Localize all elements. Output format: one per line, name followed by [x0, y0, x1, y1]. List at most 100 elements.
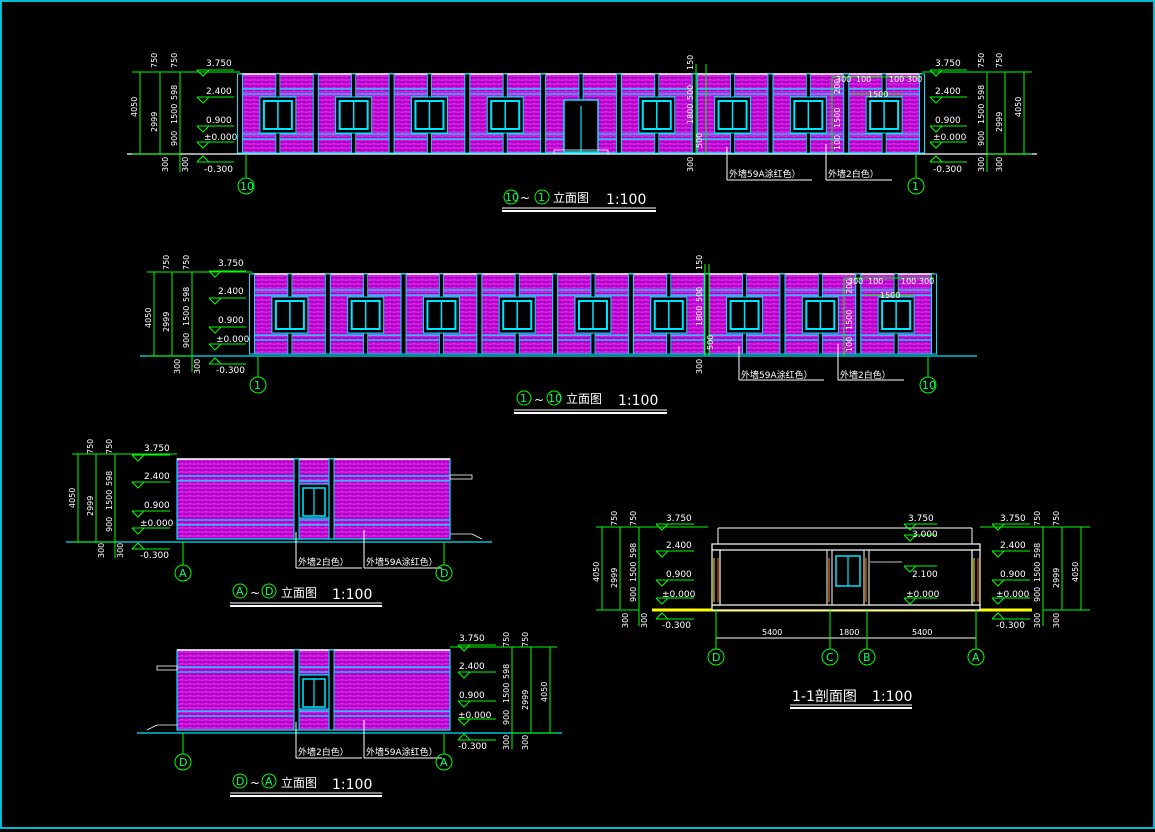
- e3-title-axis-a: A: [236, 585, 244, 598]
- e2-vdim-1500: 1500: [845, 310, 854, 330]
- e4-dim-300b: 300: [521, 735, 530, 750]
- e4-dim-900: 900: [502, 710, 511, 725]
- e1-axis-left-circle: [237, 177, 255, 195]
- e4-level-0000: ±0.000: [458, 711, 492, 721]
- e4-dim-2999: 2999: [521, 690, 530, 710]
- s-title: 1-1剖面图: [792, 689, 857, 705]
- e1-dim-2999: 2999: [150, 112, 159, 132]
- s-dim-1500: 1500: [629, 562, 638, 582]
- e1-rdim-2999: 2999: [995, 112, 1004, 132]
- s-level-r-3750: 3.750: [1000, 514, 1026, 524]
- pilaster: [615, 73, 622, 154]
- s-dim-2999: 2999: [610, 568, 619, 588]
- e1-mdim-500: 500: [686, 85, 695, 100]
- s-axis-c: C: [826, 651, 834, 664]
- e2-dim-598: 598: [182, 287, 191, 302]
- elevation-D-A: 750 598 1500 900 300 750 2999 300 4050 3…: [137, 632, 562, 797]
- s-scale: 1:100: [872, 689, 912, 705]
- s-rdim-i750: 750: [1033, 511, 1042, 526]
- s-rdim-1500: 1500: [1033, 562, 1042, 582]
- s-rdim-300a: 300: [1033, 613, 1042, 628]
- e1-vdim-200: 200: [833, 79, 842, 94]
- s-level-l-3750: 3.750: [666, 514, 692, 524]
- e3-level-3750: 3.750: [144, 444, 170, 454]
- e1-rlevel-3750: 3.750: [935, 59, 961, 69]
- s-dim-4050: 4050: [592, 562, 601, 582]
- e2-dim-1500: 1500: [182, 306, 191, 326]
- s-span-1: 5400: [762, 628, 782, 637]
- e2-level-0000: ±0.000: [216, 335, 250, 345]
- e1-rdim-1500: 1500: [977, 104, 986, 124]
- s-level-r-0000: ±0.000: [996, 590, 1030, 600]
- e3-dim-300b: 300: [116, 543, 125, 558]
- e4-level-3750: 3.750: [459, 634, 485, 644]
- e1-dim-900: 900: [170, 131, 179, 146]
- pilaster: [324, 273, 331, 355]
- pilaster: [400, 273, 407, 355]
- e1-rdim-750: 750: [977, 53, 986, 68]
- s-span-3: 5400: [912, 628, 932, 637]
- e2-dim-i750: 750: [182, 255, 191, 270]
- e3-axis-right: D: [440, 567, 448, 580]
- pilaster: [312, 73, 319, 154]
- e1-rdim-300b: 300: [995, 157, 1004, 172]
- e1-dim-i750: 750: [170, 53, 179, 68]
- e1-mdim-1800: 1800: [686, 104, 695, 124]
- pilaster: [540, 73, 547, 154]
- e2-dim-300a: 300: [173, 359, 182, 374]
- e2-mdim-150: 150: [695, 255, 704, 270]
- e2-dim-2999: 2999: [162, 312, 171, 332]
- e2-tdim-300: 300: [848, 277, 863, 286]
- e1-dim-4050: 4050: [130, 97, 139, 117]
- s-level-l-0000: ±0.000: [662, 590, 696, 600]
- e4-dim-i750: 750: [502, 632, 511, 647]
- e1-mdim-300: 300: [686, 157, 695, 172]
- s-level-c-3000: 3.000: [912, 530, 938, 540]
- e2-tdim-300b: 300: [919, 277, 934, 286]
- e1-tdim-100b: 100: [889, 75, 904, 84]
- e3-title: 立面图: [281, 585, 317, 600]
- e2-axis-right: 10: [922, 379, 936, 392]
- pilaster: [767, 73, 774, 154]
- s-rdim-750: 750: [1052, 511, 1061, 526]
- s-level-l-2400: 2.400: [666, 541, 692, 551]
- e1-rlevel-0000: ±0.000: [933, 133, 967, 143]
- e4-scale: 1:100: [332, 777, 372, 793]
- e1-dim-300a: 300: [161, 157, 170, 172]
- e1-rdim-900: 900: [977, 131, 986, 146]
- e1-tdim-300b: 300: [907, 75, 922, 84]
- e1-level-0000: ±0.000: [204, 133, 238, 143]
- pilaster: [464, 73, 471, 154]
- e1-axis-left: 10: [240, 180, 254, 193]
- e2-mdim-500b: 500: [706, 335, 715, 350]
- e1-axis-right-circle: [907, 177, 925, 195]
- e2-title: 立面图: [566, 391, 602, 406]
- e4-title-axis-a: D: [236, 775, 244, 788]
- s-rdim-598: 598: [1033, 543, 1042, 558]
- e4-title-axis-b: A: [265, 775, 273, 788]
- e2-note-red: 外墙59A涂红色）: [741, 369, 813, 381]
- pilaster: [843, 73, 850, 154]
- e1-note-white: 外墙2白色）: [828, 168, 879, 180]
- e4-level-2400: 2.400: [459, 662, 485, 672]
- s-level-c-3750: 3.750: [908, 514, 934, 524]
- pilaster: [779, 273, 786, 355]
- e1-dim-1500: 1500: [170, 104, 179, 124]
- pilaster: [691, 73, 698, 154]
- e3-note-red: 外墙59A涂红色）: [366, 556, 438, 568]
- e2-tdim-1500: 1500: [880, 291, 900, 300]
- e2-dim-4050: 4050: [144, 308, 153, 328]
- e2-dim-900: 900: [182, 333, 191, 348]
- e1-vdim-100: 100: [833, 135, 842, 150]
- pilaster: [476, 273, 483, 355]
- e1-rdim-300: 300: [977, 157, 986, 172]
- s-level-l-m0300: -0.300: [662, 621, 691, 631]
- e2-title-axis-b: 10: [548, 392, 562, 405]
- e4-level-m0300: -0.300: [458, 742, 487, 752]
- e3-dim-598: 598: [105, 471, 114, 486]
- pilaster: [237, 73, 243, 154]
- pilaster: [388, 73, 395, 154]
- s-dim-300a: 300: [621, 613, 630, 628]
